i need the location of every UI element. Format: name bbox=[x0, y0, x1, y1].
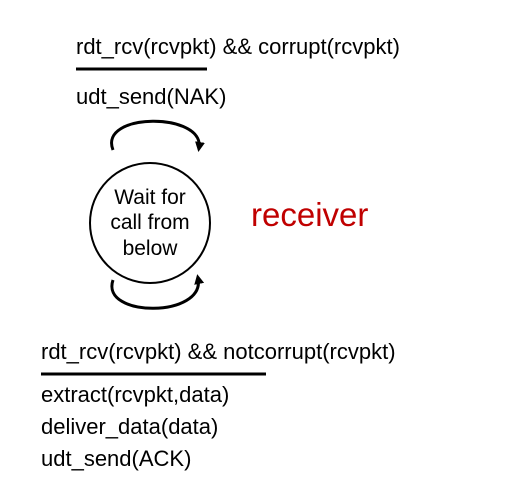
top-transition-event: rdt_rcv(rcvpkt) && corrupt(rcvpkt) bbox=[76, 34, 400, 59]
top-self-loop-arrow bbox=[110, 119, 205, 152]
state-circle bbox=[89, 162, 211, 284]
state-label: Wait for call from below bbox=[90, 163, 210, 283]
bottom-self-loop-arrow bbox=[110, 274, 205, 310]
bottom-transition-action: extract(rcvpkt,data) bbox=[41, 382, 230, 407]
bottom-transition-action: udt_send(ACK) bbox=[41, 446, 192, 471]
state-label-line: Wait for bbox=[114, 186, 186, 210]
bottom-transition-action: deliver_data(data) bbox=[41, 414, 219, 439]
bottom-transition-event: rdt_rcv(rcvpkt) && notcorrupt(rcvpkt) bbox=[41, 339, 396, 364]
top-transition-action: udt_send(NAK) bbox=[76, 84, 227, 109]
state-label-line: call from bbox=[110, 211, 190, 235]
state-label-line: below bbox=[122, 236, 178, 260]
role-label: receiver bbox=[251, 196, 369, 233]
